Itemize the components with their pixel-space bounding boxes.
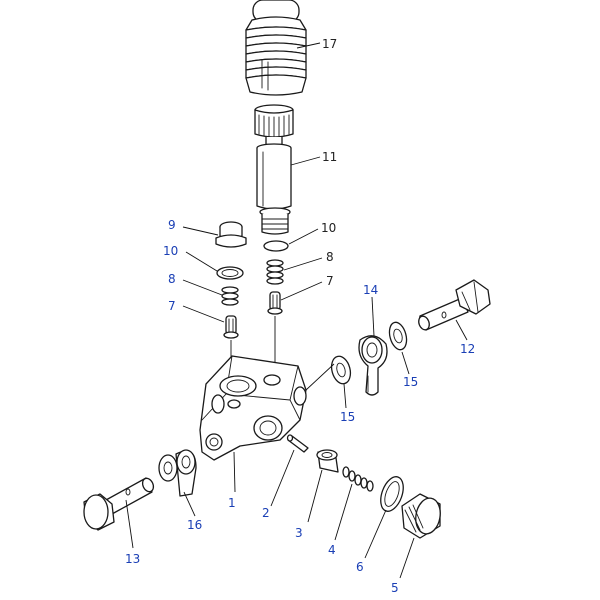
leader-lines xyxy=(125,42,468,579)
callout-1: 1 xyxy=(228,496,236,510)
part-4-spring xyxy=(342,466,374,492)
callout-8-right: 8 xyxy=(326,250,334,264)
part-7-check-valve-left xyxy=(223,315,239,339)
part-2-pin xyxy=(286,434,309,453)
part-10-o-ring-upper xyxy=(263,240,289,252)
callout-12: 12 xyxy=(460,342,475,356)
callout-10-left: 10 xyxy=(163,244,178,258)
callout-11: 11 xyxy=(322,150,337,164)
callout-17: 17 xyxy=(322,37,337,51)
callout-4: 4 xyxy=(328,543,336,557)
callout-5: 5 xyxy=(391,581,399,595)
part-15-washer-upper xyxy=(388,321,408,351)
part-16-washer xyxy=(158,449,197,497)
part-5-plug xyxy=(401,493,441,539)
part-9-plug xyxy=(215,221,247,248)
part-1-pump-body xyxy=(199,355,307,461)
part-10-gasket-left xyxy=(216,266,244,280)
part-13-banjo-bolt xyxy=(83,477,155,531)
callout-10-right: 10 xyxy=(321,221,336,235)
callout-9: 9 xyxy=(168,218,176,232)
part-15-washer-lower xyxy=(330,355,352,385)
part-3-sleeve xyxy=(316,449,339,473)
callout-14: 14 xyxy=(363,283,378,297)
callout-13: 13 xyxy=(125,552,140,566)
callout-16: 16 xyxy=(187,518,202,532)
part-14-banjo-fitting xyxy=(358,335,388,396)
part-17-bellows-boot xyxy=(245,0,307,96)
callout-7-left: 7 xyxy=(168,299,176,313)
part-8-spring-left xyxy=(221,286,239,306)
callout-2: 2 xyxy=(262,506,270,520)
part-8-spring-upper xyxy=(266,259,284,285)
part-11-priming-pump xyxy=(254,104,294,235)
callout-labels: 17 11 10 8 7 9 10 8 7 14 12 15 15 1 2 3 … xyxy=(125,37,475,595)
callout-3: 3 xyxy=(295,526,303,540)
callout-6: 6 xyxy=(356,560,364,574)
callout-15-lower: 15 xyxy=(340,410,355,424)
callout-7-right: 7 xyxy=(326,274,334,288)
callout-8-left: 8 xyxy=(168,272,176,286)
part-7-check-valve-upper xyxy=(267,291,283,315)
callout-15-upper: 15 xyxy=(403,375,418,389)
part-12-banjo-bolt xyxy=(418,279,491,331)
